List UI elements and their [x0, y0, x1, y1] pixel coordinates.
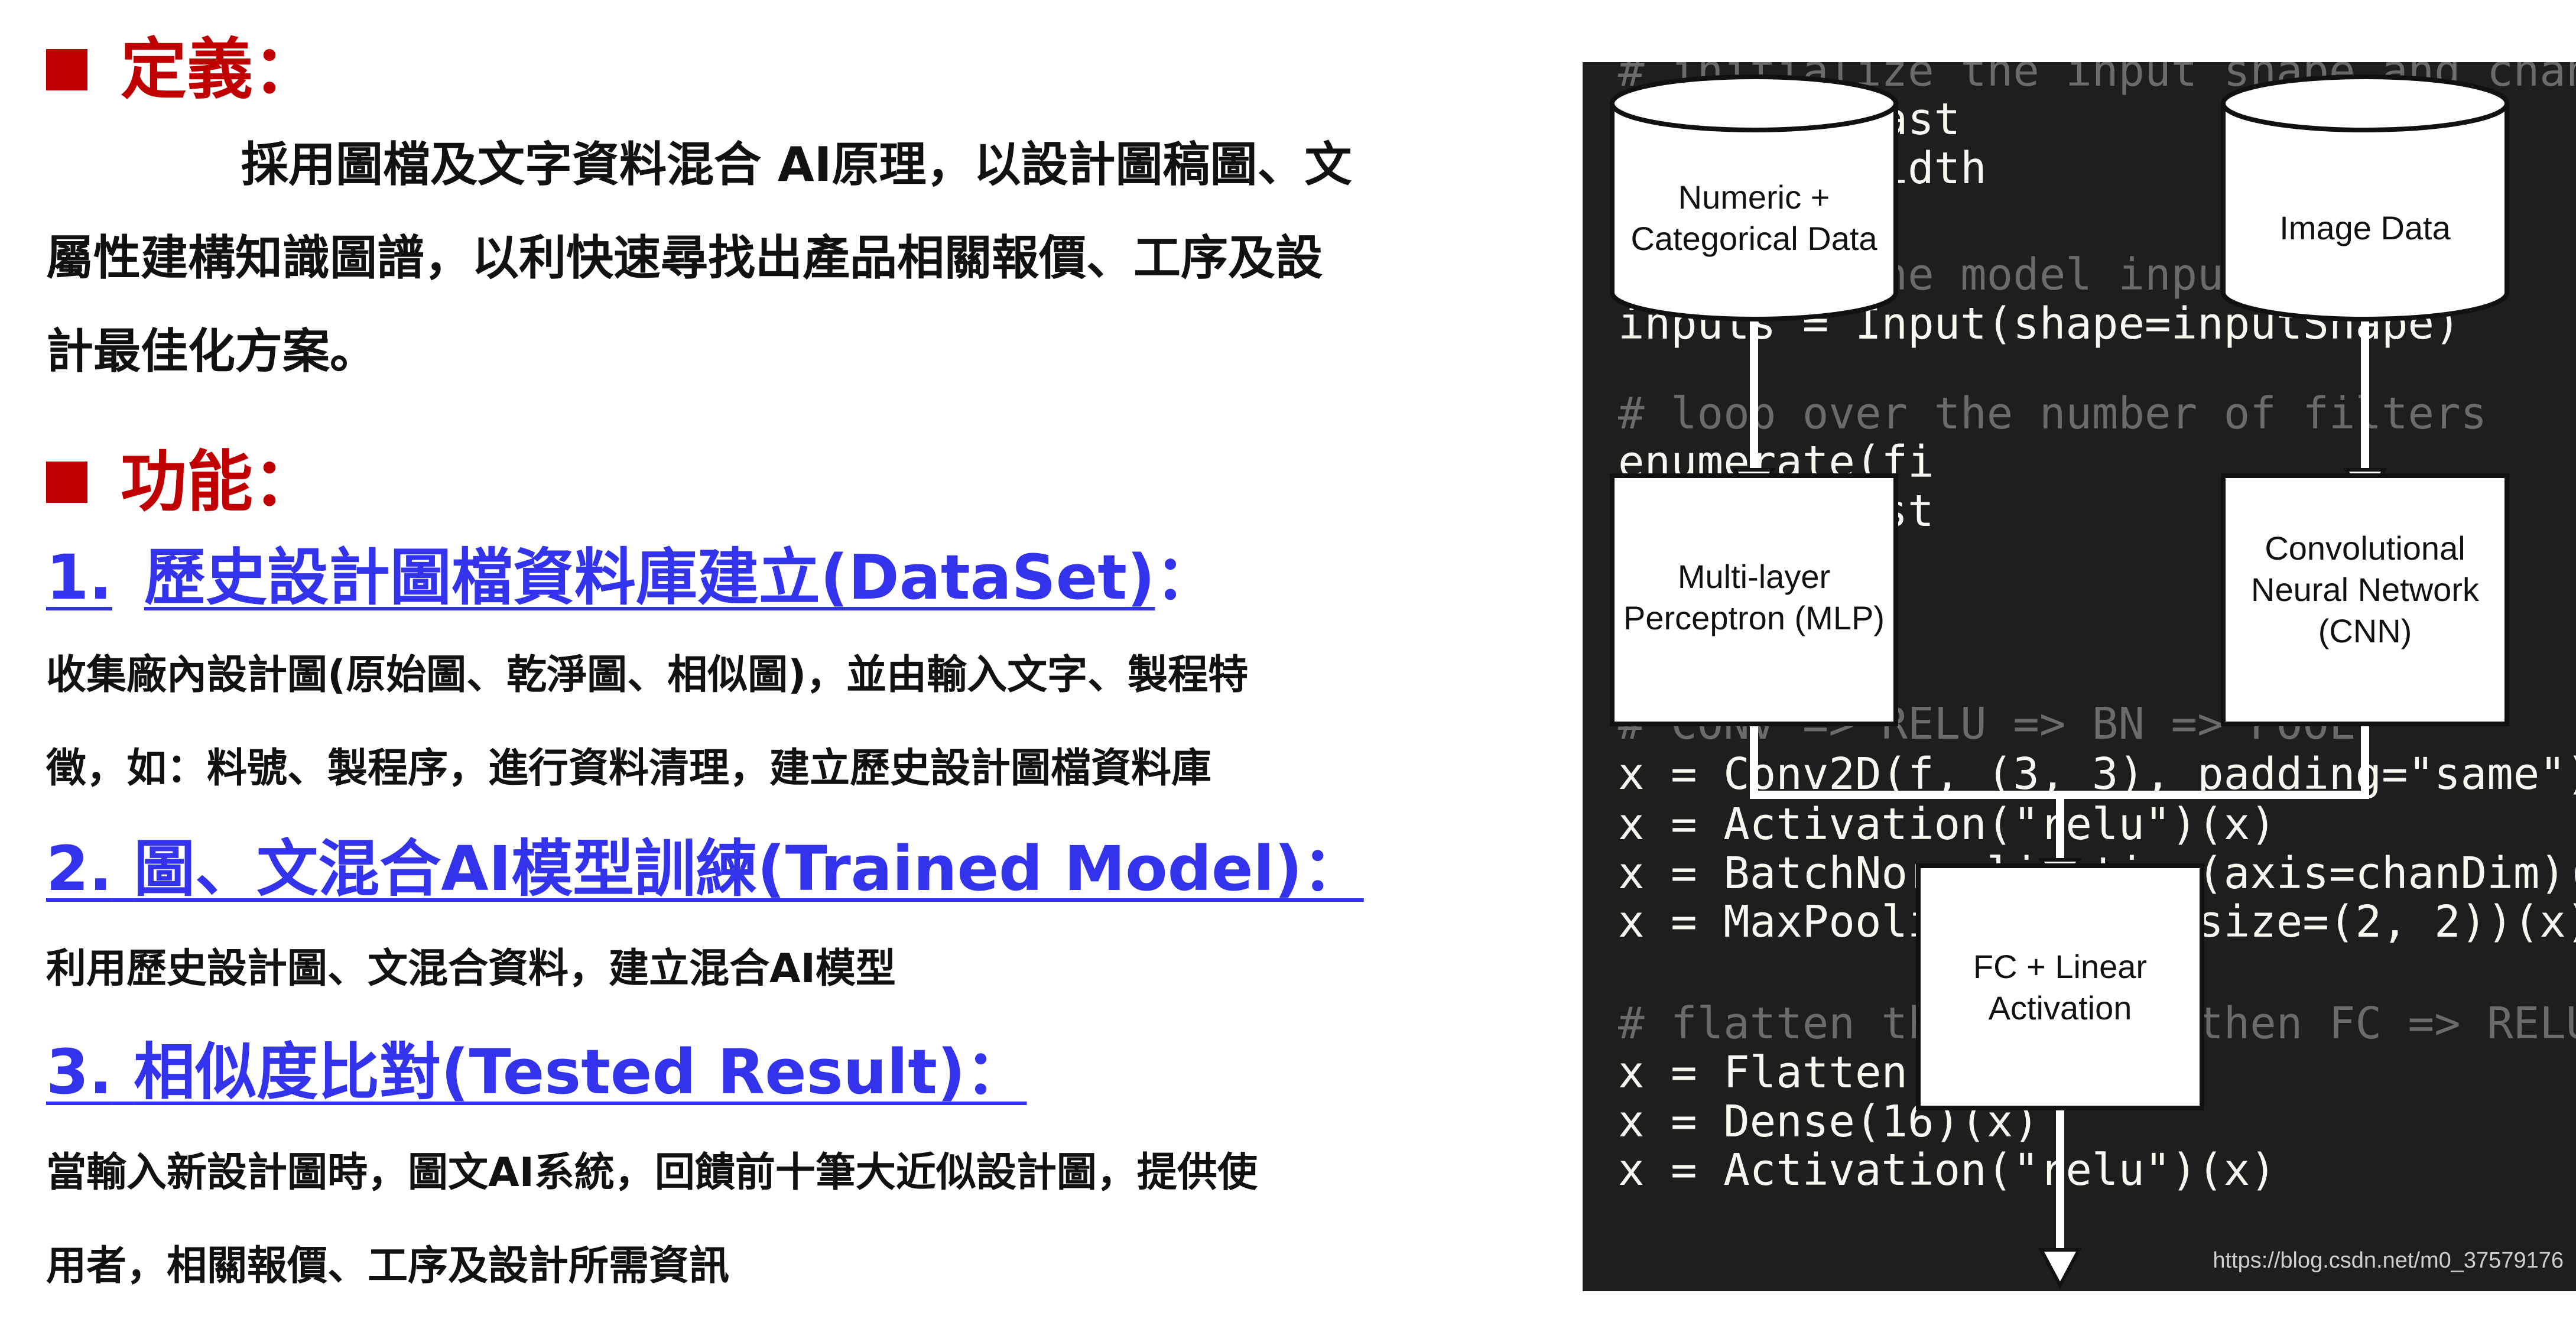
definition-text: 採用圖檔及文字資料混合 AI原理，以設計圖稿圖、文 屬性建構知識圖譜，以利快速尋… — [46, 118, 1523, 398]
arrow-cnn-to-fc — [2060, 721, 2369, 799]
cnn-label-1: Convolutional — [2265, 529, 2465, 567]
feature-2-desc: 利用歷史設計圖、文混合資料，建立混合AI模型 — [46, 946, 896, 992]
mlp-label-1: Multi-layer — [1678, 558, 1830, 595]
definition-heading: 定義： — [46, 37, 319, 103]
box-mlp: Multi-layer Perceptron (MLP) — [1610, 473, 1898, 726]
hybrid-model-diagram: # initialize the input shape and channel… — [1610, 62, 2576, 1289]
square-bullet-icon — [46, 462, 87, 503]
cnn-label-3: (CNN) — [2318, 612, 2412, 649]
code-line: x = Activation("relu")(x) — [1618, 799, 2276, 850]
feature-2-title: 2. 圖、文混合AI模型訓練(Trained Model)： — [46, 833, 1364, 905]
numeric-label-1: Numeric + — [1678, 178, 1830, 216]
model-diagram-image: # initialize the input shape and channel… — [1583, 62, 2576, 1291]
feature-1-desc: 收集廠內設計圖(原始圖、乾淨圖、相似圖)，並由輸入文字、製程特 徵，如：料號、製… — [46, 652, 1249, 792]
cylinder-numeric: Numeric + Categorical Data — [1610, 74, 1898, 321]
cnn-label-2: Neural Network — [2251, 571, 2480, 608]
fc-label-1: FC + Linear — [1973, 948, 2147, 985]
feature-3-title: 3. 相似度比對(Tested Result)： — [46, 1036, 1027, 1108]
fc-label-2: Activation — [1989, 989, 2132, 1026]
watermark: https://blog.csdn.net/m0_37579176 — [2213, 1248, 2564, 1273]
arrowhead-output — [2038, 1248, 2082, 1289]
definition-line-3: 計最佳化方案。 — [46, 324, 377, 379]
definition-line-1: 採用圖檔及文字資料混合 AI原理，以設計圖稿圖、文 — [241, 137, 1352, 192]
features-heading: 功能： — [46, 449, 319, 515]
text-panel: 定義： 採用圖檔及文字資料混合 AI原理，以設計圖稿圖、文 屬性建構知識圖譜，以… — [46, 37, 1523, 1289]
code-line: # loop over the number of filters — [1618, 388, 2487, 439]
definition-line-2: 屬性建構知識圖譜，以利快速尋找出產品相關報價、工序及設 — [46, 230, 1323, 285]
box-cnn: Convolutional Neural Network (CNN) — [2221, 473, 2509, 726]
code-line: x = Activation("relu")(x) — [1618, 1145, 2276, 1195]
arrows — [1750, 316, 2369, 1262]
feature-1-title: 1.歷史設計圖檔資料庫建立(DataSet)： — [46, 541, 1217, 613]
image-label: Image Data — [2279, 209, 2451, 246]
square-bullet-icon — [46, 49, 87, 90]
feature-3-desc: 當輸入新設計圖時，圖文AI系統，回饋前十筆大近似設計圖，提供使 用者，相關報價、… — [46, 1149, 1258, 1289]
cylinder-image: Image Data — [2221, 74, 2509, 321]
box-fc: FC + Linear Activation — [1916, 863, 2204, 1110]
numeric-label-2: Categorical Data — [1630, 220, 1877, 257]
arrow-mlp-to-fc — [1750, 721, 2064, 860]
mlp-label-2: Perceptron (MLP) — [1623, 599, 1885, 636]
